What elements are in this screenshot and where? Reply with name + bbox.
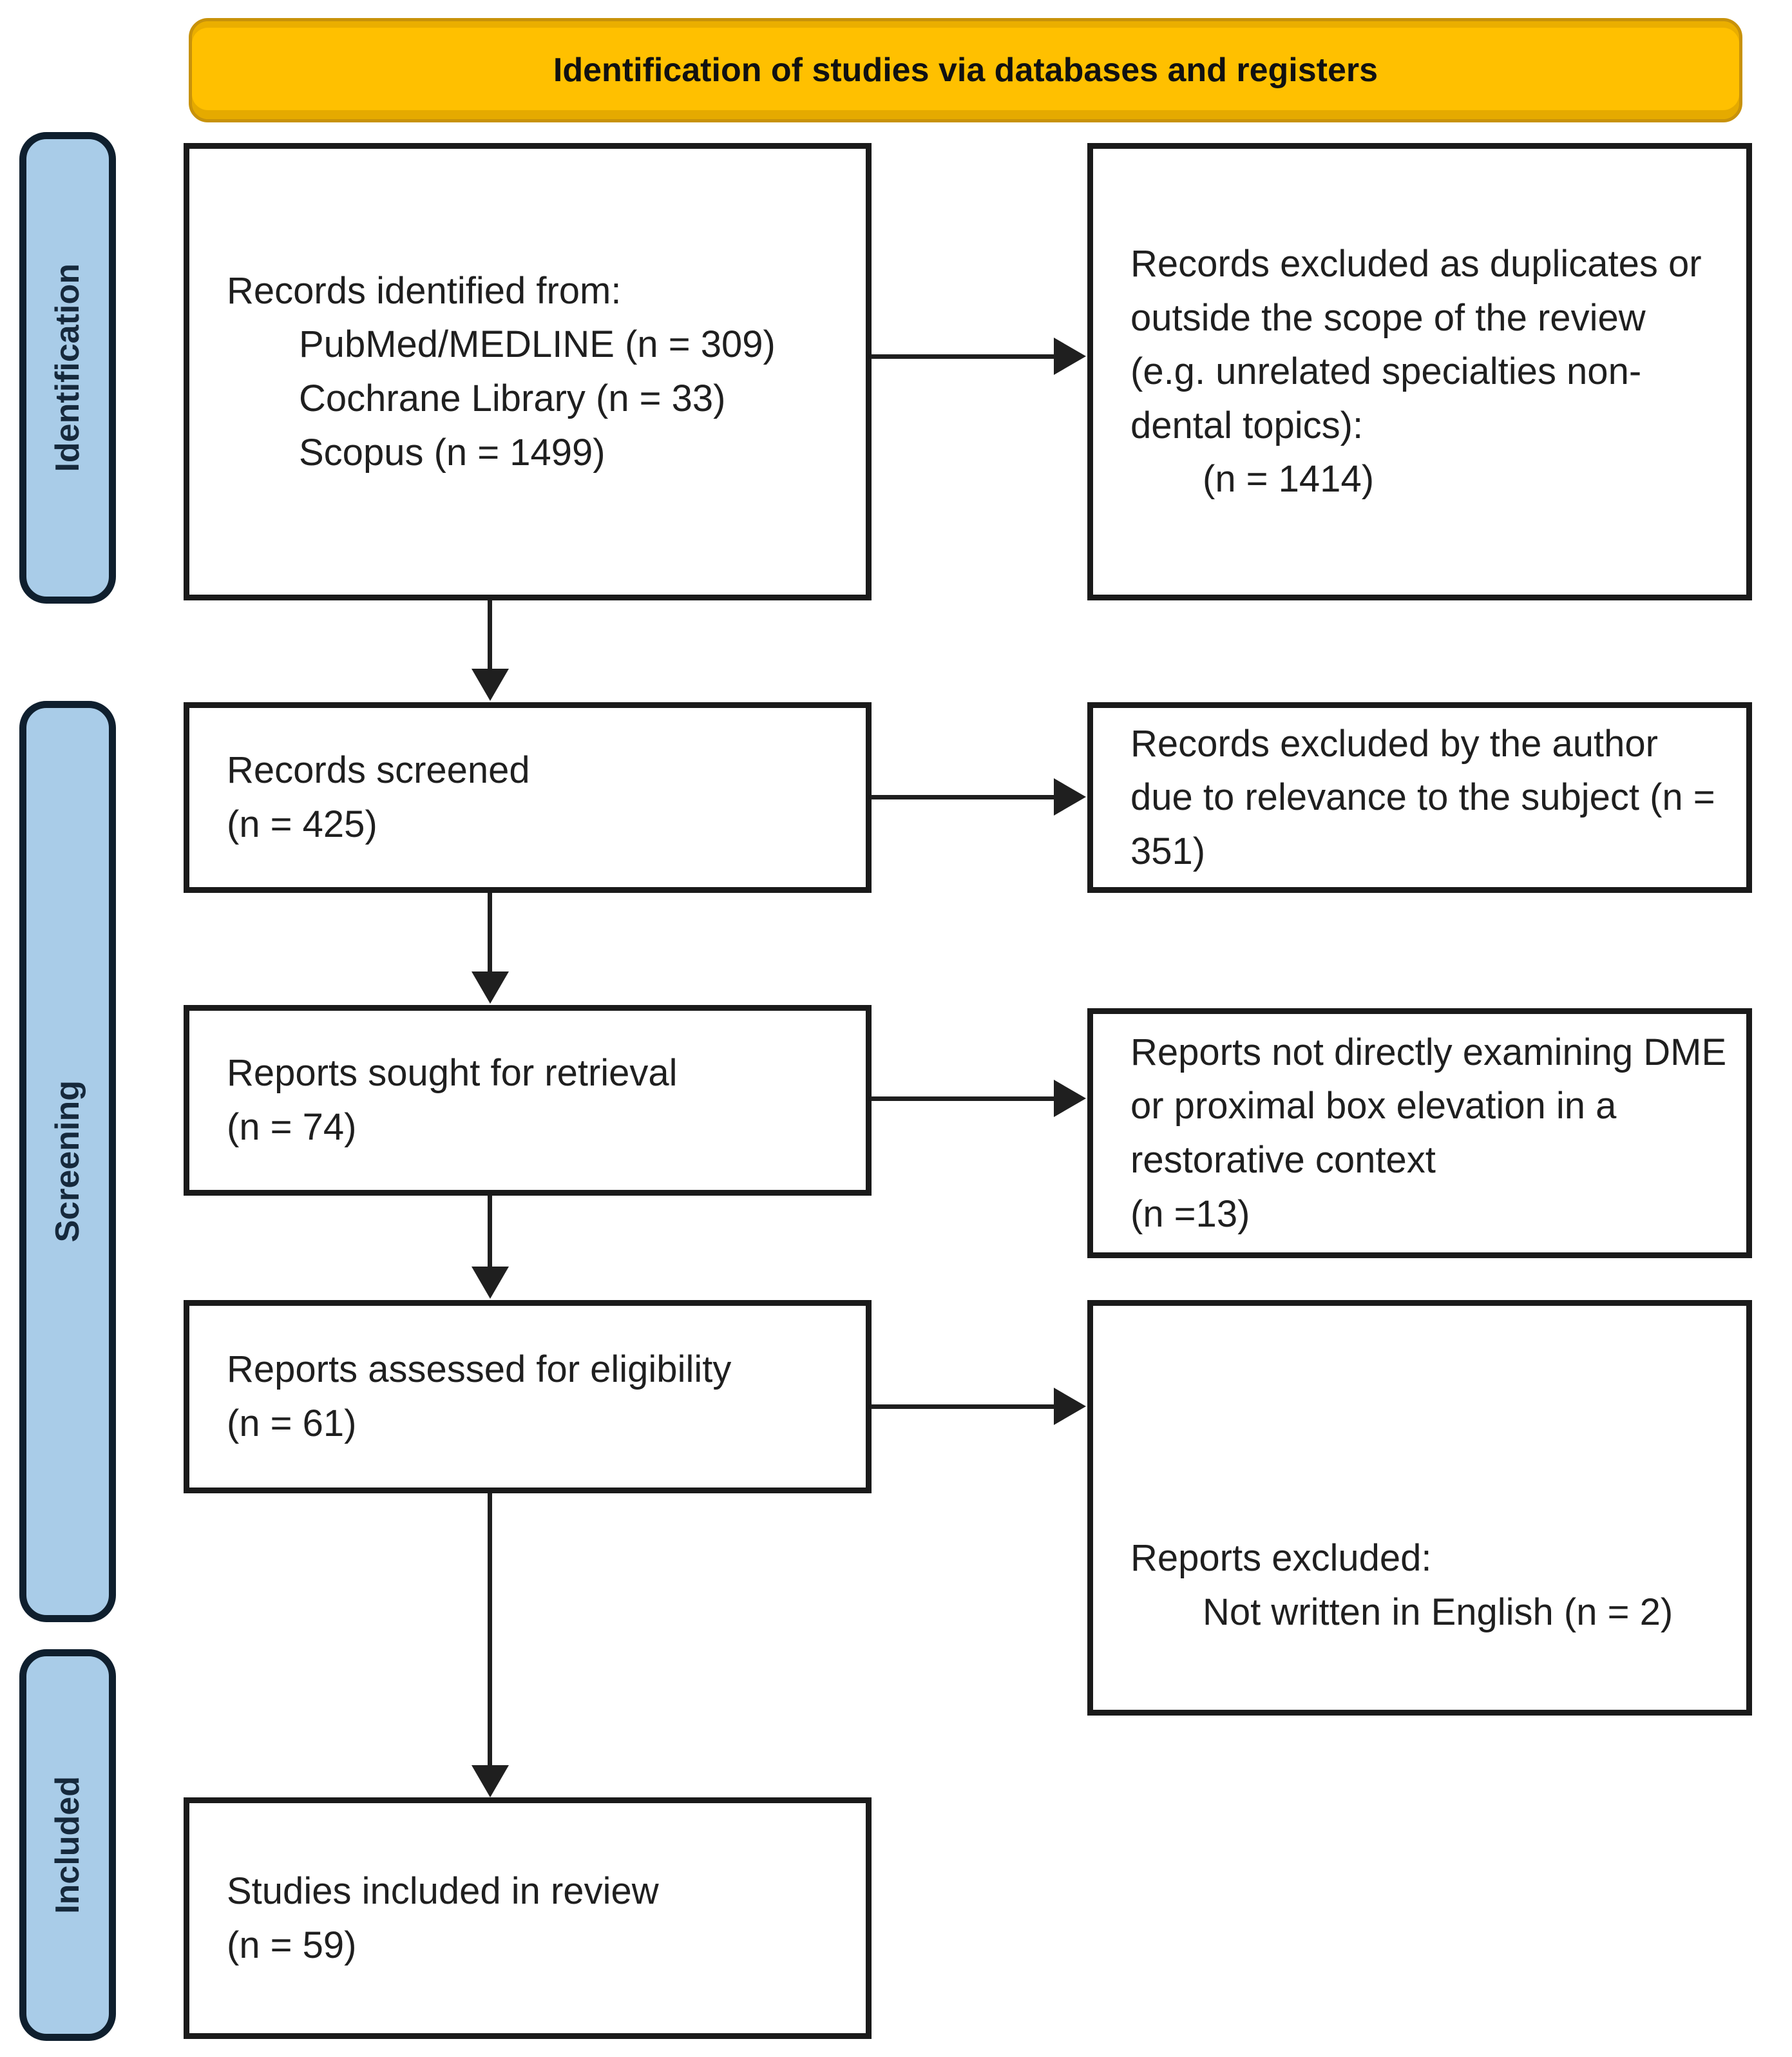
studies-included-title: Studies included in review: [227, 1870, 659, 1912]
reports-not-examining-text: Reports not directly examining DME or pr…: [1130, 1031, 1727, 1181]
box-records-identified: Records identified from: PubMed/MEDLINE …: [184, 143, 872, 600]
arrow-head-down-icon: [472, 1765, 509, 1797]
arrow-head-right-icon: [1054, 778, 1086, 816]
arrow-stem: [488, 1493, 492, 1766]
arrow-head-down-icon: [472, 1267, 509, 1299]
records-identified-source: Cochrane Library (n = 33): [299, 378, 726, 419]
box-studies-included: Studies included in review (n = 59): [184, 1797, 872, 2039]
box-reports-not-examining: Reports not directly examining DME or pr…: [1087, 1008, 1752, 1258]
studies-included-count: (n = 59): [227, 1924, 357, 1966]
arrow-head-right-icon: [1054, 338, 1086, 375]
stage-bar-included: Included: [19, 1649, 116, 2041]
records-identified-source: Scopus (n = 1499): [299, 431, 605, 474]
box-reports-assessed: Reports assessed for eligibility (n = 61…: [184, 1300, 872, 1493]
arrow-stem: [871, 354, 1055, 359]
arrow-head-right-icon: [1054, 1080, 1086, 1117]
arrow-stem: [488, 600, 492, 670]
box-records-excluded-duplicates: Records excluded as duplicates or outsid…: [1087, 143, 1752, 600]
box-records-excluded-author: Records excluded by the author due to re…: [1087, 702, 1752, 893]
arrow-stem: [871, 1096, 1055, 1101]
diagram-title: Identification of studies via databases …: [553, 52, 1378, 89]
records-screened-count: (n = 425): [227, 803, 377, 845]
box-records-screened: Records screened (n = 425): [184, 702, 872, 893]
records-screened-title: Records screened: [227, 749, 530, 792]
stage-label-included: Included: [49, 1776, 86, 1914]
reports-sought-title: Reports sought for retrieval: [227, 1052, 678, 1095]
stage-label-identification: Identification: [49, 263, 86, 472]
stage-bar-identification: Identification: [19, 132, 116, 604]
stage-label-screening: Screening: [49, 1080, 86, 1243]
arrow-head-down-icon: [472, 669, 509, 701]
reports-sought-count: (n = 74): [227, 1106, 357, 1148]
records-excluded-duplicates-text: Records excluded as duplicates or outsid…: [1130, 243, 1702, 446]
arrow-head-right-icon: [1054, 1388, 1086, 1425]
arrow-stem: [871, 795, 1055, 799]
box-reports-sought: Reports sought for retrieval (n = 74): [184, 1005, 872, 1196]
arrow-stem: [871, 1404, 1055, 1409]
reports-excluded-title: Reports excluded:: [1130, 1536, 1432, 1579]
arrow-stem: [488, 1196, 492, 1268]
records-excluded-author-text: Records excluded by the author due to re…: [1130, 722, 1715, 872]
arrow-head-down-icon: [472, 971, 509, 1004]
records-excluded-duplicates-count: (n = 1414): [1203, 458, 1375, 501]
records-identified-source: PubMed/MEDLINE (n = 309): [299, 323, 776, 366]
reports-excluded-block: Reports excluded: Not written in English…: [1130, 1531, 1727, 1639]
arrow-stem: [488, 893, 492, 973]
reports-assessed-title: Reports assessed for eligibility: [227, 1348, 732, 1391]
records-identified-title: Records identified from:: [227, 269, 622, 312]
reports-not-examining-count: (n =13): [1130, 1192, 1250, 1235]
box-reports-excluded: Reports excluded: Not written in English…: [1087, 1300, 1752, 1716]
stage-bar-screening: Screening: [19, 701, 116, 1622]
header-banner: Identification of studies via databases …: [189, 18, 1742, 122]
reports-assessed-count: (n = 61): [227, 1402, 357, 1444]
reports-excluded-reason: Not written in English (n = 2): [1203, 1591, 1673, 1633]
